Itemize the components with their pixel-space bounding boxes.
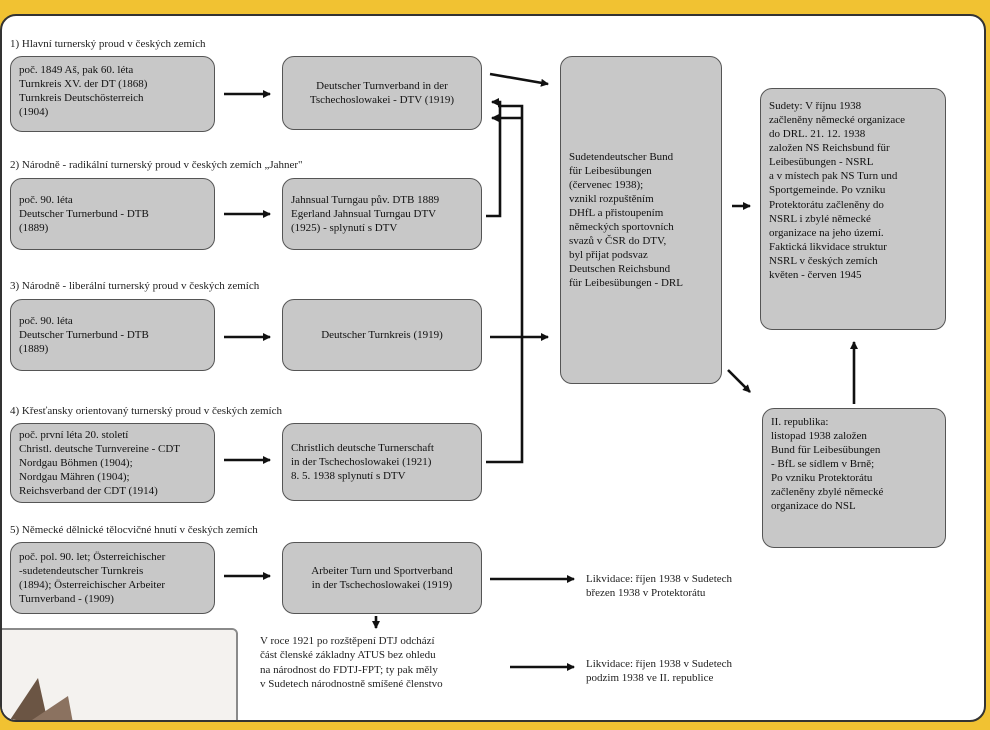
likvidace-text-1: Likvidace: říjen 1938 v Sudetech březen … [586, 573, 733, 600]
box-row5-atus: Arbeiter Turn und Sportverband in der Ts… [282, 542, 482, 614]
top-yellow-strip [0, 0, 990, 14]
box-sudetendeutscher-bund: Sudetendeutscher Bund für Leibesübungen … [560, 56, 722, 384]
box-row1-origin: poč. 1849 Aš, pak 60. léta Turnkreis XV.… [10, 56, 215, 132]
split-text: V roce 1921 po rozštěpení DTJ odchází čá… [260, 635, 443, 690]
section-heading-2: 2) Národně - radikální turnerský proud v… [10, 159, 303, 171]
section-heading-1: 1) Hlavní turnerský proud v českých zemí… [10, 38, 206, 50]
bottom-yellow-strip [0, 722, 990, 730]
box-row2-jahnsual: Jahnsual Turngau pův. DTB 1889 Egerland … [282, 178, 482, 250]
photo-fragment [2, 628, 238, 720]
box-row3-turnkreis: Deutscher Turnkreis (1919) [282, 299, 482, 371]
box-row5-origin: poč. pol. 90. let; Österreichischer -sud… [10, 542, 215, 614]
box-ii-republika: II. republika: listopad 1938 založen Bun… [762, 408, 946, 548]
box-sudety: Sudety: V říjnu 1938 začleněny německé o… [760, 88, 946, 330]
section-heading-4: 4) Křesťansky orientovaný turnerský prou… [10, 405, 282, 417]
section-heading-5: 5) Německé dělnické tělocvičné hnutí v č… [10, 524, 258, 536]
section-heading-3: 3) Národně - liberální turnerský proud v… [10, 280, 260, 292]
arrows-layer [224, 72, 858, 671]
box-row4-christlich: Christlich deutsche Turnerschaft in der … [282, 423, 482, 501]
box-row3-origin: poč. 90. léta Deutscher Turnerbund - DTB… [10, 299, 215, 371]
box-row4-origin: poč. první léta 20. století Christl. deu… [10, 423, 215, 503]
likvidace-text-2: Likvidace: říjen 1938 v Sudetech podzim … [586, 658, 733, 685]
diagram-panel: 1) Hlavní turnerský proud v českých zemí… [0, 14, 986, 722]
box-row2-origin: poč. 90. léta Deutscher Turnerbund - DTB… [10, 178, 215, 250]
box-row1-dtv: Deutscher Turnverband in der Tschechoslo… [282, 56, 482, 130]
